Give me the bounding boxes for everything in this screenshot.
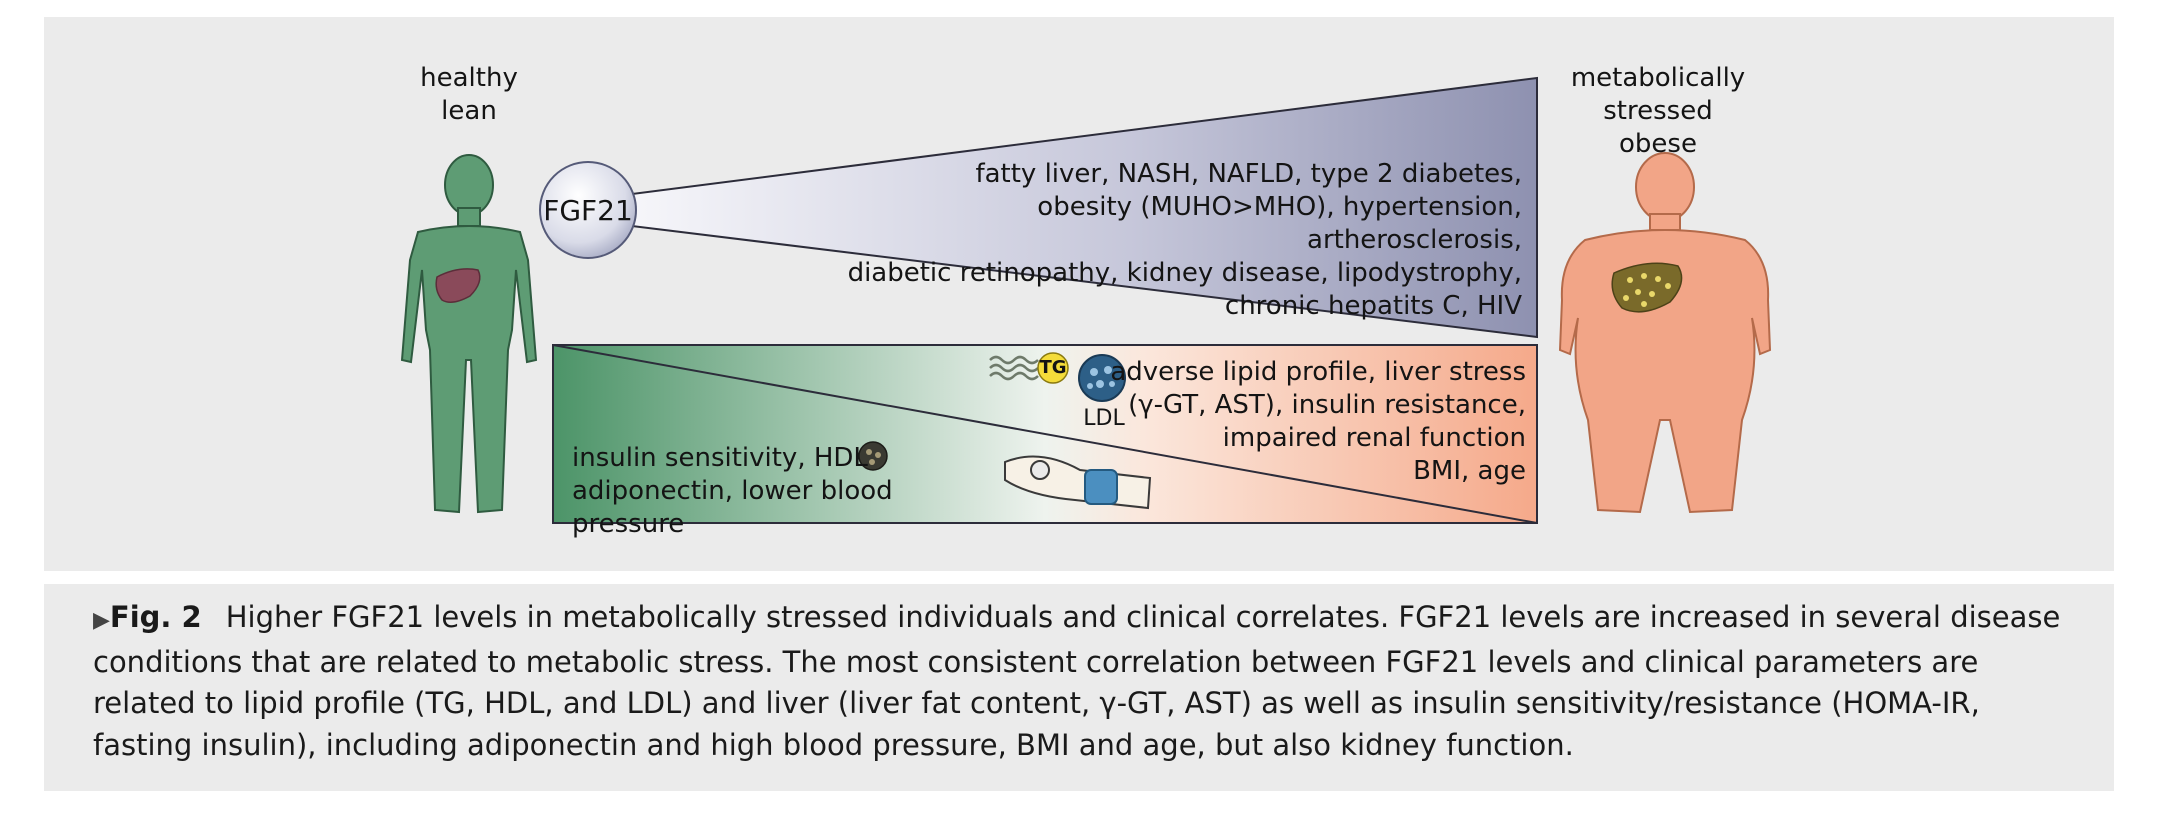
healthy-liver-icon — [435, 268, 481, 303]
triglyceride-icon — [989, 352, 1069, 384]
healthy-lean-person-icon — [400, 154, 538, 514]
hdl-particle-icon — [858, 441, 888, 471]
protective-correlates-text: insulin sensitivity, HDL adiponectin, lo… — [572, 443, 893, 539]
fgf21-label: FGF21 — [543, 194, 633, 227]
caption-figure-number: Fig. 2 — [109, 600, 202, 634]
metabolically-stressed-obese-label: metabolically stressed obese — [1570, 63, 1746, 159]
healthy-lean-label: healthy lean — [420, 63, 518, 126]
ldl-particle-icon — [1078, 354, 1126, 402]
blood-pressure-cuff-icon — [1004, 455, 1152, 510]
caption-arrow-icon: ▶ — [93, 608, 110, 633]
fgf21-ball — [539, 161, 637, 259]
clinical-correlates-panel — [552, 344, 1538, 524]
ldl-label: LDL — [1083, 406, 1125, 431]
obese-person-icon — [1558, 152, 1772, 514]
adverse-correlates-text: adverse lipid profile, liver stress (γ-G… — [1110, 357, 1526, 486]
tg-label: TG — [1039, 357, 1067, 378]
fatty-liver-icon — [1611, 262, 1683, 313]
caption-panel — [44, 584, 2114, 791]
caption-text: Higher FGF21 levels in metabolically str… — [93, 600, 2061, 762]
disease-conditions-text: fatty liver, NASH, NAFLD, type 2 diabete… — [847, 159, 1522, 321]
